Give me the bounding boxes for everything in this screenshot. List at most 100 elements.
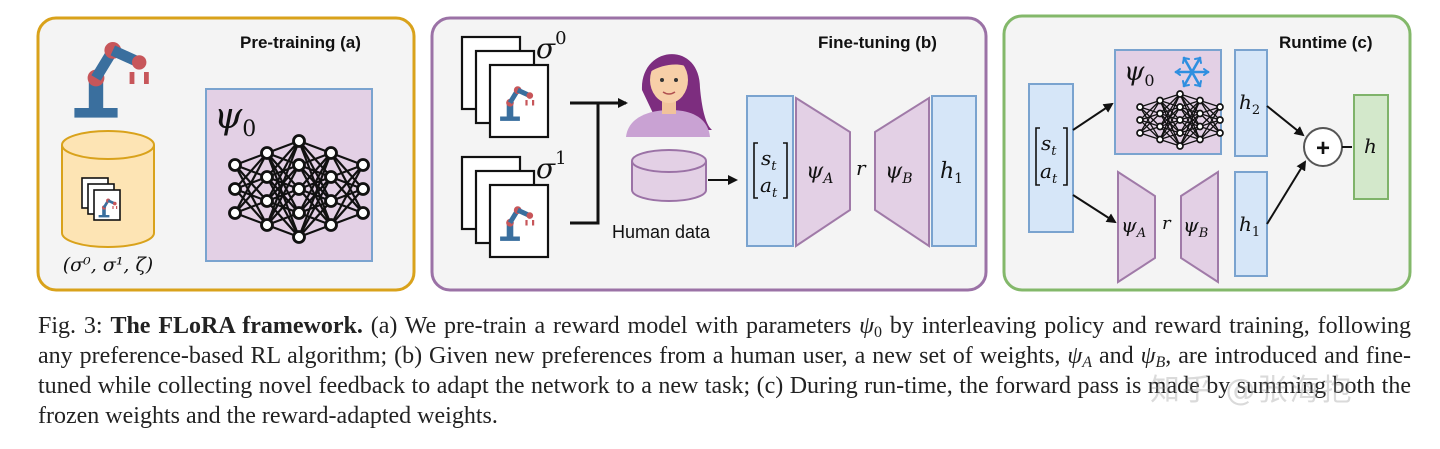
flora-figure: Pre-training (a) (σ⁰, σ¹, ζ) ψ0 Fine-tun…	[36, 14, 1412, 292]
network-edge	[298, 152, 332, 214]
network-node	[260, 170, 274, 184]
h2-label: h2	[1239, 90, 1260, 118]
psiA-label: ψA	[806, 159, 833, 187]
action-label: at	[760, 173, 778, 201]
network-edge	[234, 152, 268, 190]
network-edge	[1159, 119, 1181, 140]
network-node	[292, 206, 306, 220]
network-node	[324, 194, 338, 208]
network-edge	[265, 140, 301, 226]
network-edge	[1199, 106, 1221, 140]
psiB-label: ψB	[885, 159, 913, 187]
network-edge	[266, 164, 300, 226]
network-node	[1216, 116, 1224, 124]
dataset-label: (σ⁰, σ¹, ζ)	[63, 254, 153, 276]
runtime-state-label: st	[1041, 131, 1057, 159]
network-edge	[266, 188, 300, 226]
network-edge	[234, 176, 268, 214]
network-edge	[1179, 113, 1201, 147]
network-edge	[1179, 100, 1201, 134]
network-node	[292, 230, 306, 244]
comparison-bracket	[570, 98, 628, 225]
frozen-network-icon	[1136, 90, 1224, 150]
network-node	[324, 218, 338, 232]
figure-caption: Fig. 3: The FLoRA framework. (a) We pre-…	[38, 311, 1411, 431]
caption-sub-A: A	[1082, 354, 1093, 371]
caption-text-2: by interleaving policy and reward traini…	[38, 313, 1411, 369]
network-node	[1216, 103, 1224, 111]
network-edge	[1159, 93, 1181, 114]
network-edge	[330, 164, 364, 202]
network-node	[1156, 135, 1164, 144]
h1-output-box	[931, 95, 977, 247]
network-node	[1196, 109, 1204, 118]
network-node	[356, 182, 370, 196]
finetuning-title: Fine-tuning (b)	[818, 33, 937, 52]
caption-fig-label: Fig. 3:	[38, 313, 103, 339]
network-edge	[1139, 113, 1161, 134]
network-node	[1196, 96, 1204, 105]
human-data-label: Human data	[612, 222, 711, 242]
human-data-database-icon	[631, 149, 707, 202]
caption-psi: ψ	[859, 313, 875, 339]
pretraining-title: Pre-training (a)	[240, 33, 361, 52]
network-node	[1156, 122, 1164, 131]
network-edge	[1199, 106, 1221, 127]
dataset-database-icon	[61, 130, 155, 248]
network-node	[324, 170, 338, 184]
network-edge	[1159, 93, 1181, 127]
sigma1-label: σ1	[536, 148, 567, 185]
runtime-h1-label: h1	[1239, 212, 1260, 240]
network-node	[1196, 135, 1204, 144]
network-edge	[298, 176, 332, 238]
network-node	[1136, 129, 1144, 137]
network-edge	[1159, 106, 1181, 140]
caption-sub-B: B	[1155, 354, 1166, 371]
lora-psiA-block	[795, 96, 851, 248]
network-edge	[297, 152, 333, 238]
h2-output-box	[1234, 49, 1268, 157]
runtime-title: Runtime (c)	[1279, 33, 1373, 52]
state-label: st	[761, 146, 777, 174]
pretraining-panel: Pre-training (a) (σ⁰, σ¹, ζ) ψ0	[36, 16, 416, 292]
network-node	[228, 182, 242, 196]
runtime-psiB-block	[1180, 170, 1219, 284]
network-node	[292, 182, 306, 196]
sigma0-label: σ0	[536, 28, 567, 65]
caption-text-1: (a) We pre-train a reward model with par…	[362, 313, 860, 339]
network-node	[292, 158, 306, 172]
network-node	[356, 206, 370, 220]
final-output-h-box	[1353, 94, 1389, 200]
network-node	[260, 194, 274, 208]
network-node	[292, 134, 306, 148]
human-user-avatar	[626, 54, 712, 137]
network-node	[1176, 90, 1184, 98]
lora-psiB-block	[874, 96, 930, 248]
runtime-psiA-block	[1117, 170, 1156, 284]
rank-label: r	[856, 156, 867, 180]
network-node	[1156, 109, 1164, 118]
network-node	[324, 146, 338, 160]
network-node	[1176, 142, 1184, 150]
snowflake-icon	[1174, 56, 1210, 88]
to-frozen-arrow	[1072, 102, 1114, 131]
network-edge	[266, 140, 300, 202]
network-node	[260, 218, 274, 232]
network-edge	[298, 152, 332, 190]
network-node	[1176, 103, 1184, 111]
runtime-action-label: at	[1040, 159, 1058, 187]
runtime-psi0-label: ψ0	[1124, 57, 1155, 90]
runtime-psiA-label: ψA	[1121, 213, 1146, 241]
caption-text-3: and	[1092, 343, 1141, 369]
runtime-psiB-label: ψB	[1183, 213, 1208, 241]
network-node	[1216, 129, 1224, 137]
network-node	[1136, 116, 1144, 124]
psi0-label: ψ0	[214, 96, 256, 142]
network-node	[356, 158, 370, 172]
network-node	[1176, 116, 1184, 124]
network-edge	[234, 152, 268, 214]
network-edge	[330, 164, 364, 226]
network-edge	[330, 188, 364, 226]
h1-label: h1	[940, 159, 963, 187]
network-node	[1156, 96, 1164, 105]
